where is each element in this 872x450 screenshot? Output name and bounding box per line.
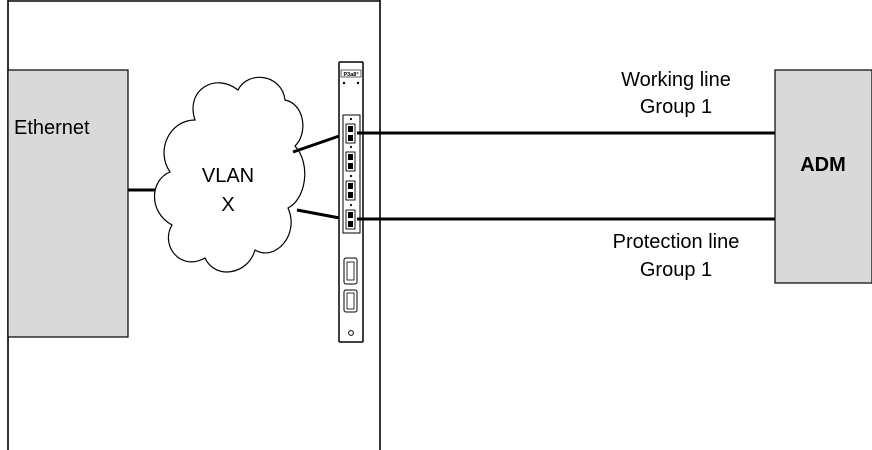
device-brand-label: P3a8°	[343, 72, 358, 78]
vlan-cloud: VLAN X	[154, 76, 306, 273]
device-card: P3a8°	[338, 61, 364, 343]
port-3-socket-b	[348, 192, 353, 198]
port-4-socket-b	[348, 221, 353, 227]
port-4-socket-a	[348, 212, 353, 218]
protection-line-label: Protection line	[613, 231, 740, 253]
ethernet-box: Ethernet	[7, 69, 129, 338]
port-3-socket-a	[348, 183, 353, 189]
adm-label: ADM	[800, 154, 846, 176]
connector-1-inner	[346, 261, 355, 281]
vlan-working-link	[292, 132, 346, 154]
port-2-socket-b	[348, 163, 353, 169]
ethernet-box-rect	[7, 69, 129, 338]
led-icon	[342, 81, 346, 85]
vlan-label: VLAN	[202, 165, 254, 187]
vlan-id-label: X	[221, 194, 234, 216]
port-led-icon	[349, 145, 353, 149]
vlan-cloud-shape	[154, 76, 306, 273]
port-led-icon	[349, 174, 353, 178]
vlan-protection-link	[296, 208, 346, 221]
port-2-icon	[345, 151, 356, 172]
port-led-icon	[349, 203, 353, 207]
adm-box-rect	[774, 69, 872, 284]
port-4-icon	[345, 209, 356, 230]
port-2-socket-a	[348, 154, 353, 160]
port-1-socket-a	[348, 126, 353, 132]
port-1-icon	[345, 123, 356, 144]
port-3-icon	[345, 180, 356, 201]
port-1-socket-b	[348, 135, 353, 141]
working-line-group-label: Group 1	[640, 96, 712, 118]
working-line-label: Working line	[621, 69, 731, 91]
adm-box: ADM	[774, 69, 872, 284]
port-led-icon	[349, 117, 353, 121]
port-panel	[342, 114, 361, 234]
device-brand-logo	[340, 69, 362, 78]
led-icon	[356, 81, 360, 85]
screw-icon	[348, 330, 354, 336]
protection-line-group-label: Group 1	[640, 259, 712, 281]
connector-2-inner	[346, 292, 355, 310]
ethernet-label: Ethernet	[14, 117, 90, 139]
